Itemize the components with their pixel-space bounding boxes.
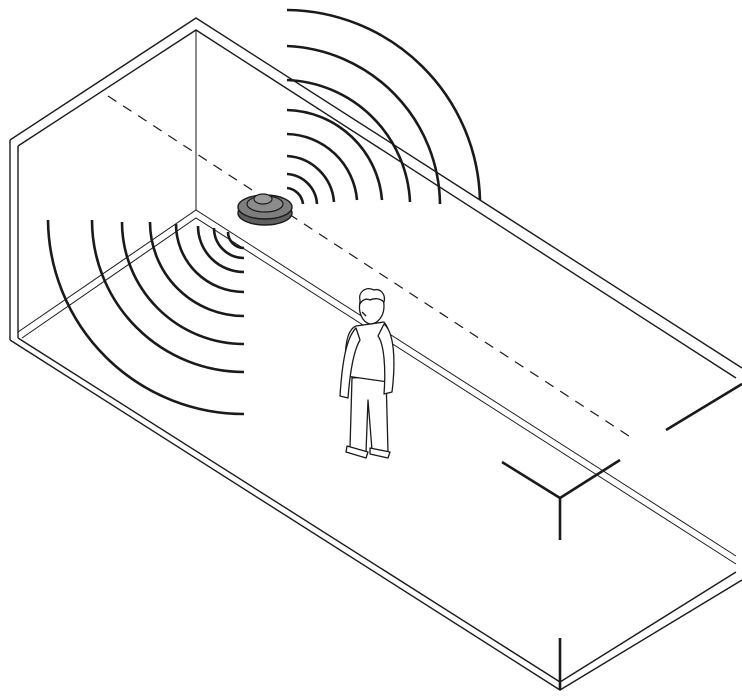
person-icon — [339, 288, 395, 459]
floor-back-edge — [17, 209, 737, 557]
signal-waves-upper — [286, 8, 482, 205]
back-wall-top-edge — [9, 17, 742, 369]
corner-axes-icon — [501, 458, 621, 540]
floor-back-edge-inner — [21, 217, 737, 565]
edge-axes-icon — [665, 382, 742, 432]
ceiling-sensor-icon — [237, 193, 293, 226]
signal-waves-lower — [46, 219, 245, 416]
ceiling-centre-line — [107, 95, 633, 439]
